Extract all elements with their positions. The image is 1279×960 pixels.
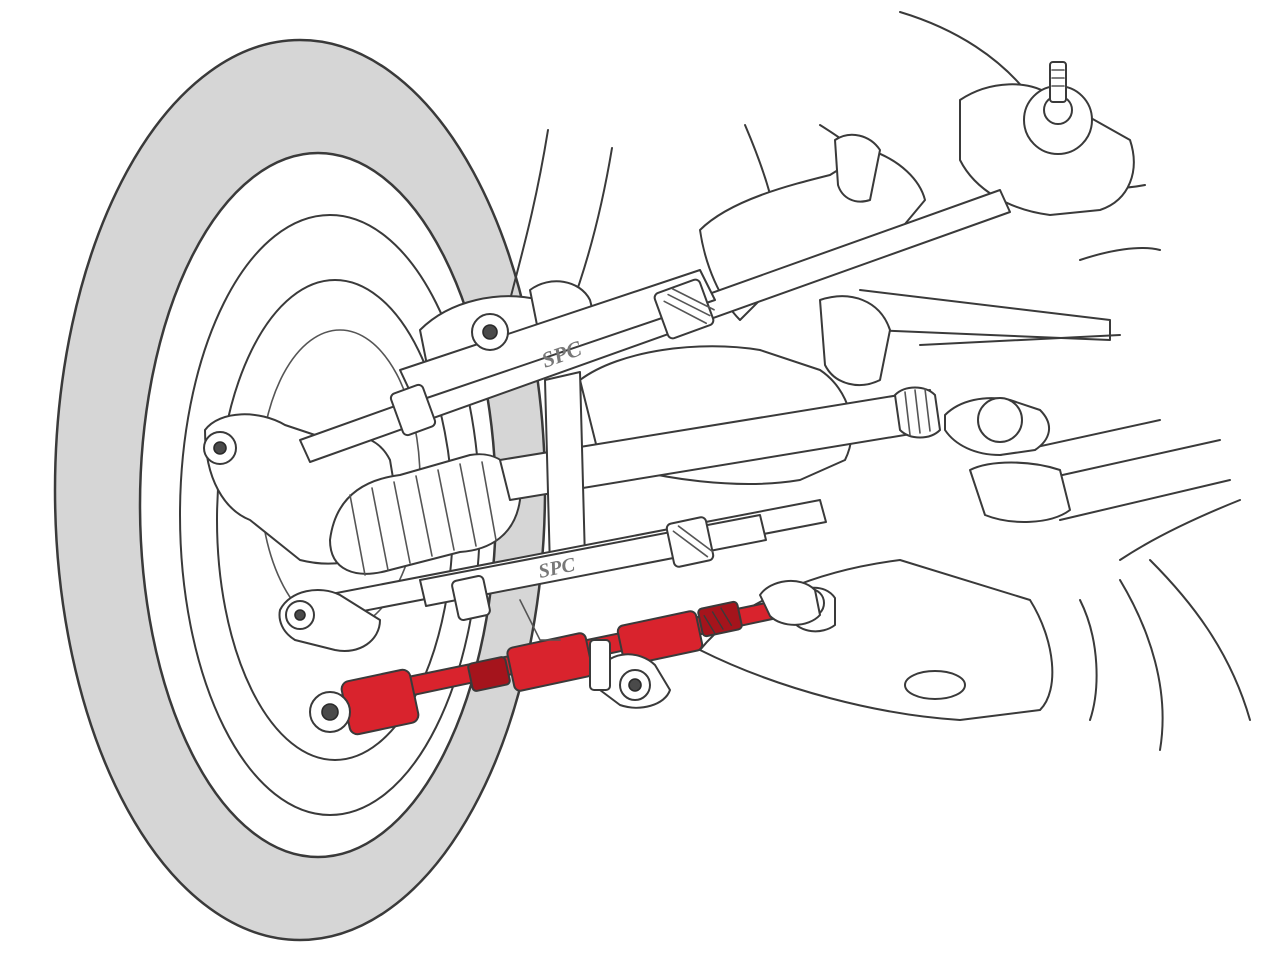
lower-control-arm: [699, 559, 1054, 721]
upper-subframe-mount: [699, 61, 1135, 321]
lower-link-spc: SPC: [278, 499, 827, 652]
drive-shaft: [329, 371, 941, 576]
upper-link-spc: SPC: [299, 189, 1011, 463]
highlighted-toe-arm: [309, 579, 821, 736]
lower-mount-bracket: [519, 599, 671, 709]
